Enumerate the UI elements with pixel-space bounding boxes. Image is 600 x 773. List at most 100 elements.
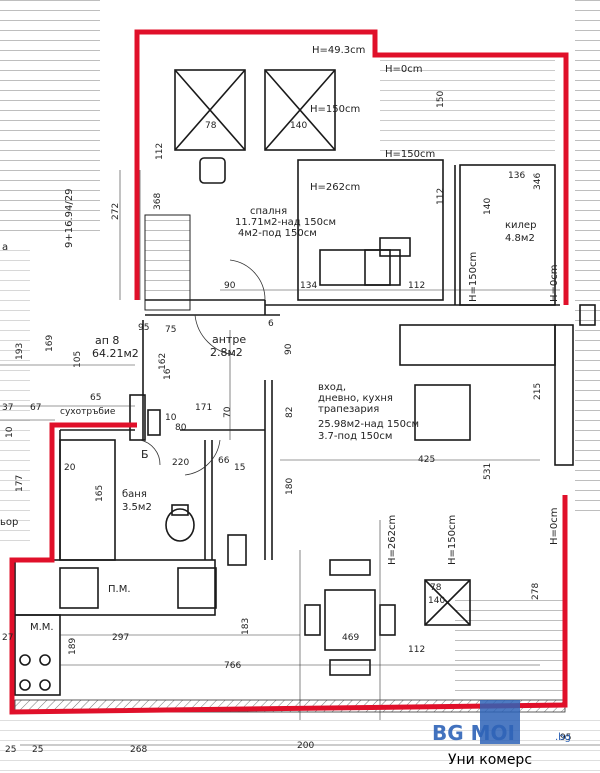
dim: 90 — [284, 343, 294, 355]
dim: 134 — [300, 281, 317, 291]
dim: 368 — [153, 193, 163, 210]
dim: 112 — [155, 143, 165, 160]
dim: 65 — [90, 393, 101, 403]
dim: 169 — [45, 335, 55, 352]
left-room-a: а — [2, 242, 8, 253]
dim: 112 — [408, 281, 425, 291]
hall-area: 2.8м2 — [210, 346, 243, 359]
dim: 78 — [430, 583, 442, 593]
bath-letter: Б — [141, 448, 149, 461]
dim: 425 — [418, 455, 435, 465]
dim: 297 — [112, 633, 129, 643]
dim: 766 — [224, 661, 241, 671]
height-150a: H=150cm — [310, 104, 360, 115]
living-area-low: 3.7-под 150см — [318, 431, 392, 442]
height-top2: H=0cm — [385, 64, 423, 75]
dim: 469 — [342, 633, 359, 643]
dim: 278 — [531, 583, 541, 600]
hall-label: антре — [212, 333, 246, 346]
dim: 10 — [5, 426, 15, 438]
height-labels: H=49.3cm H=0cm H=150cm H=150cm H=262cm H… — [310, 45, 560, 565]
living-line3: трапезария — [318, 404, 379, 415]
right-roof-hatching — [380, 0, 600, 700]
dim: 171 — [195, 403, 212, 413]
stair-block — [144, 214, 191, 311]
dimension-labels: 112 368 272 90 134 112 75 6 16 90 171 70… — [2, 91, 571, 755]
dim: 193 — [15, 343, 25, 360]
dim: 16 — [163, 368, 173, 380]
height-closet-v2: H=0cm — [549, 265, 560, 303]
bath-label: баня — [122, 489, 147, 500]
dim: 10 — [165, 413, 177, 423]
dim: 346 — [533, 173, 543, 190]
dim: 220 — [172, 458, 189, 468]
dim: 180 — [285, 478, 295, 495]
dim: 150 — [436, 91, 446, 108]
bedroom-area-high: 11.71м2-над 150см — [235, 217, 336, 228]
watermark: BG MOI .bg Уни комерс — [432, 700, 571, 768]
bath-area: 3.5м2 — [122, 502, 152, 513]
mm-label: М.М. — [30, 622, 54, 633]
dim: 37 — [2, 403, 13, 413]
dim: 95 — [138, 323, 149, 333]
dim: 105 — [73, 351, 83, 368]
dim: 140 — [428, 596, 445, 606]
dim: 78 — [205, 121, 217, 131]
dim: 6 — [268, 319, 274, 329]
apartment-boundary — [134, 29, 569, 305]
apartment-area: 64.21м2 — [92, 347, 139, 360]
dim: 67 — [30, 403, 41, 413]
dim: 272 — [111, 203, 121, 220]
dim: 165 — [95, 485, 105, 502]
height-150b: H=150cm — [385, 149, 435, 160]
pm-label: П.М. — [108, 584, 131, 595]
dim: 15 — [234, 463, 245, 473]
apartment-label: ап 8 — [95, 334, 119, 347]
dim: 140 — [290, 121, 307, 131]
height-right-v: H=0cm — [549, 508, 560, 546]
height-top: H=49.3cm — [312, 45, 365, 56]
dim: 90 — [224, 281, 236, 291]
door-swings — [139, 259, 266, 476]
dim: 215 — [533, 383, 543, 400]
living-line2: дневно, кухня — [318, 393, 393, 404]
dim: 70 — [223, 406, 233, 418]
dim: 200 — [297, 741, 314, 751]
dim: 95 — [560, 733, 571, 743]
watermark-logo-box — [480, 700, 520, 744]
apartment-boundary-lower — [9, 422, 568, 715]
bedroom-area-low: 4м2-под 150см — [238, 228, 317, 239]
height-living-v: H=262cm — [387, 515, 398, 565]
watermark-logo: BG MOI — [432, 721, 515, 745]
left-coordinate: 9+16.94/29 — [64, 189, 75, 248]
dim: 112 — [436, 188, 446, 205]
dim: 162 — [158, 353, 168, 370]
dim: 25 — [32, 745, 43, 755]
dim: 66 — [218, 456, 230, 466]
watermark-domain: .bg — [555, 732, 571, 743]
left-room-b: ьор — [0, 517, 18, 528]
dim: 183 — [241, 618, 251, 635]
closet-area: 4.8м2 — [505, 233, 535, 244]
living-line1: вход, — [318, 382, 346, 393]
dim: 20 — [64, 463, 76, 473]
dim: 80 — [175, 423, 187, 433]
room-labels: спалня 11.71м2-над 150см 4м2-под 150см к… — [0, 189, 536, 633]
dim: 82 — [285, 407, 295, 418]
closet-label: килер — [505, 220, 536, 231]
walls — [14, 69, 596, 696]
height-living-v2: H=150cm — [447, 515, 458, 565]
dim: 268 — [130, 745, 147, 755]
dimension-lines — [0, 170, 600, 746]
dim: 25 — [5, 745, 16, 755]
living-area-high: 25.98м2-над 150см — [318, 419, 419, 430]
dim: 140 — [483, 198, 493, 215]
height-closet-v: H=150cm — [468, 252, 479, 302]
dim: 112 — [408, 645, 425, 655]
dim: 531 — [483, 463, 493, 480]
watermark-company: Уни комерс — [448, 752, 532, 768]
dryer-label: сухотръбие — [60, 407, 116, 417]
dim: 27 — [2, 633, 13, 643]
bedroom-label: спалня — [250, 206, 287, 217]
